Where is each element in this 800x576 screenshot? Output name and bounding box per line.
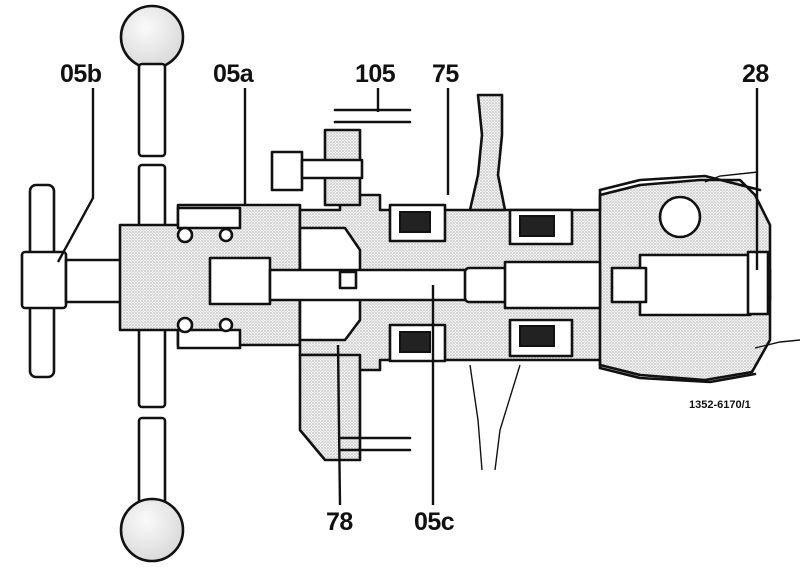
handle-ball-bottom	[119, 497, 185, 563]
bearing-lower	[388, 318, 574, 363]
bearing-upper	[388, 203, 574, 246]
callout-leaders	[56, 88, 759, 506]
label-105: 105	[355, 60, 396, 88]
flange-bolt	[270, 150, 364, 192]
spindle-05c	[268, 226, 602, 342]
handle-ball-top	[119, 4, 185, 70]
label-75: 75	[432, 60, 459, 88]
t-handle-bar	[119, 4, 185, 563]
label-05b: 05b	[60, 60, 102, 88]
label-28: 28	[742, 60, 769, 88]
figure-number: 1352-6170/1	[689, 399, 751, 411]
label-05a: 05a	[213, 60, 255, 88]
label-78: 78	[326, 508, 353, 536]
label-05c: 05c	[414, 508, 455, 536]
